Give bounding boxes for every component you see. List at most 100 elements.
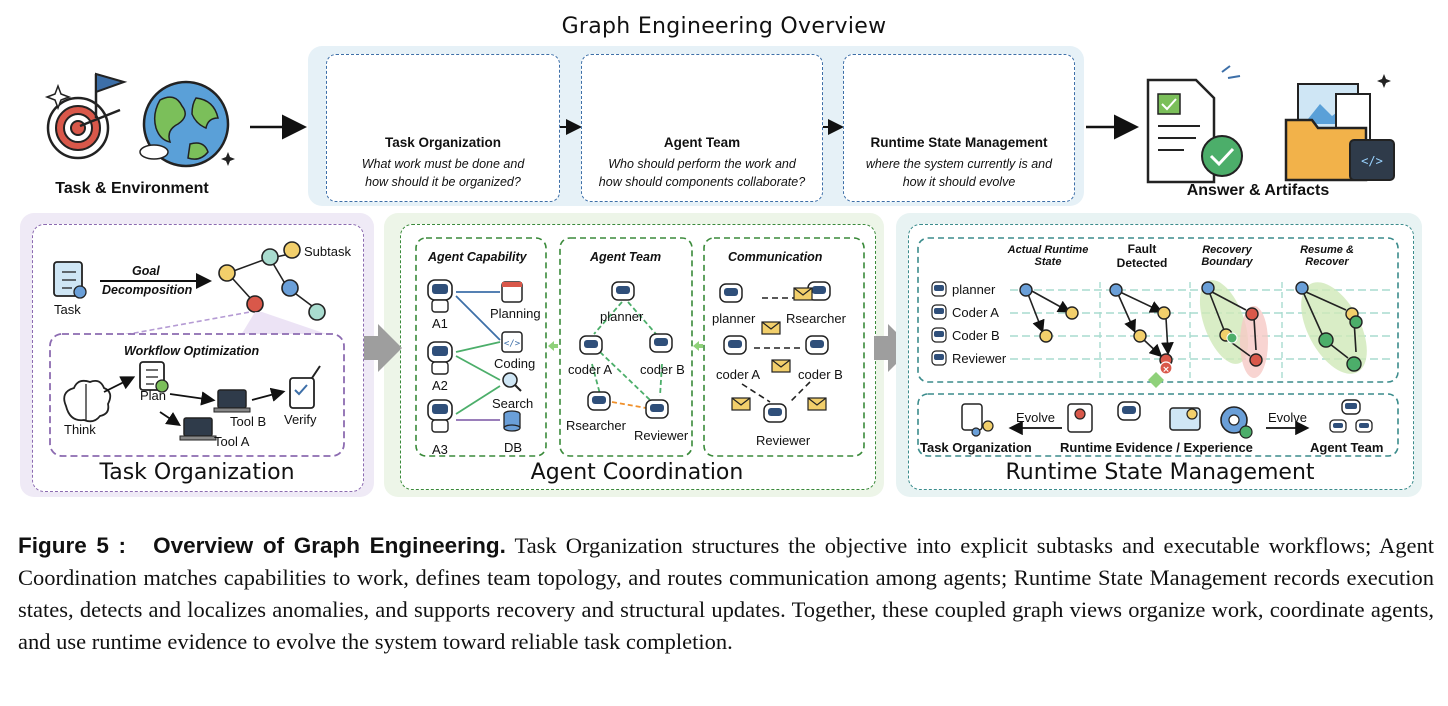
- caption-label: Figure 5 :: [18, 533, 127, 558]
- code-icon: </>: [501, 331, 523, 353]
- answer-artifacts-label: Answer & Artifacts: [1186, 182, 1330, 199]
- tool-a-label: Tool A: [214, 434, 250, 449]
- task-label: Task: [54, 302, 81, 317]
- evolve-box: [917, 393, 1399, 457]
- svg-text:</>: </>: [504, 339, 521, 349]
- state-node: [1157, 306, 1171, 320]
- idea-board-icon: [1169, 407, 1201, 431]
- state-node: [1201, 281, 1215, 295]
- col-heading-line: Recover: [1305, 256, 1349, 268]
- team-coder-a-label: coder A: [568, 362, 613, 377]
- robot-icon: [931, 281, 947, 297]
- verify-label: Verify: [284, 412, 317, 427]
- robot-icon: [805, 335, 829, 355]
- overview-title: Task Organization: [384, 135, 502, 150]
- laptop-icon: [179, 417, 217, 441]
- arrow: [1148, 372, 1164, 388]
- brain-icon: [63, 379, 112, 423]
- team-coder-b-label: coder B: [640, 362, 685, 377]
- decomposition-label: Decomposition: [102, 283, 193, 297]
- agent-label: A1: [432, 316, 448, 331]
- col-heading-line: Recovery: [1202, 244, 1252, 256]
- overview-agent-team: Agent Team Who should perform the work a…: [581, 54, 823, 202]
- error-badge-icon: [1249, 353, 1263, 367]
- state-node: [1065, 306, 1079, 320]
- evolve-task-org-label: Task Organization: [920, 440, 1032, 455]
- caption-heading: Overview of Graph Engineering.: [153, 533, 506, 558]
- skill-label: Planning: [490, 306, 541, 321]
- robot-icon: [723, 335, 747, 355]
- robot-icon: [931, 327, 947, 343]
- robot-icon: [719, 283, 743, 303]
- skill-label: Coding: [494, 356, 536, 371]
- col-heading-line: Boundary: [1201, 256, 1253, 268]
- target-icon: [46, 72, 128, 160]
- database-icon: [503, 410, 521, 432]
- graph-node: [261, 248, 279, 266]
- team-title: Agent Team: [590, 250, 662, 264]
- envelope-icon: [771, 359, 791, 373]
- error-badge-icon: [1245, 307, 1259, 321]
- row-label: Coder B: [952, 328, 1000, 343]
- check-badge-icon: [1226, 332, 1238, 344]
- overview-runtime-state: Runtime State Management where the syste…: [843, 54, 1075, 202]
- task-environment-label: Task & Environment: [55, 180, 209, 197]
- envelope-icon: [731, 397, 751, 411]
- arrow: [169, 391, 216, 406]
- panel-title: Agent Coordination: [530, 460, 744, 485]
- col-heading-line: Actual Runtime: [1007, 244, 1089, 256]
- overview-title: Agent Team: [663, 135, 741, 150]
- robot-icon: [611, 281, 635, 301]
- arrow: [874, 324, 912, 372]
- team-planner-label: planner: [600, 309, 644, 324]
- row-label: planner: [952, 282, 996, 297]
- figure-caption: Figure 5 : Overview of Graph Engineering…: [18, 530, 1434, 658]
- robot-icon: [427, 399, 453, 433]
- workflow-title: Workflow Optimization: [124, 344, 260, 358]
- comm-rsearcher-label: Rsearcher: [786, 311, 846, 326]
- skill-label: Search: [492, 396, 534, 411]
- calendar-icon: [501, 281, 523, 303]
- panel-title: Runtime State Management: [1005, 460, 1315, 485]
- think-label: Think: [64, 422, 96, 437]
- row-label: Coder A: [952, 305, 999, 320]
- overview-title: Runtime State Management: [870, 135, 1048, 150]
- robot-icon: [931, 304, 947, 320]
- overview-question: how should it be organized?: [365, 175, 521, 189]
- graph-node: [281, 279, 299, 297]
- robot-icon: [427, 279, 453, 313]
- goal-label: Goal: [132, 264, 160, 278]
- team-reviewer-label: Reviewer: [634, 428, 689, 443]
- plan-label: Plan: [140, 388, 167, 403]
- evolve-agent-team-label: Agent Team: [1310, 440, 1384, 455]
- agent-label: A2: [432, 378, 448, 393]
- check-badge-icon: [1346, 356, 1362, 372]
- clipboard-icon: [961, 403, 994, 437]
- diagram-title: Graph Engineering Overview: [561, 14, 887, 39]
- skill-label: DB: [504, 440, 523, 455]
- error-badge-icon: [1159, 361, 1173, 375]
- arrow: [548, 341, 558, 351]
- svg-text:×: ×: [1162, 365, 1170, 375]
- envelope-icon: [807, 397, 827, 411]
- robot-icon: [763, 403, 787, 423]
- subtask-graph: [218, 241, 326, 321]
- folder-icon: </>: [1284, 74, 1395, 182]
- plan-checklist-icon: [139, 361, 169, 393]
- arrow: [103, 376, 136, 393]
- state-node: [1295, 281, 1309, 295]
- magnifier-icon: [502, 372, 522, 392]
- certificate-icon: [1067, 403, 1093, 433]
- envelope-icon: [793, 287, 813, 301]
- team-rsearcher-label: Rsearcher: [566, 418, 626, 433]
- graph-node: [218, 264, 236, 282]
- evolve-label: Evolve: [1016, 410, 1056, 425]
- svg-text:</>: </>: [1361, 154, 1383, 168]
- robot-icon: [579, 335, 603, 355]
- robot-icon: [649, 333, 673, 353]
- overview-question: where the system currently is and: [865, 157, 1053, 171]
- sparkle-icon: [221, 152, 235, 166]
